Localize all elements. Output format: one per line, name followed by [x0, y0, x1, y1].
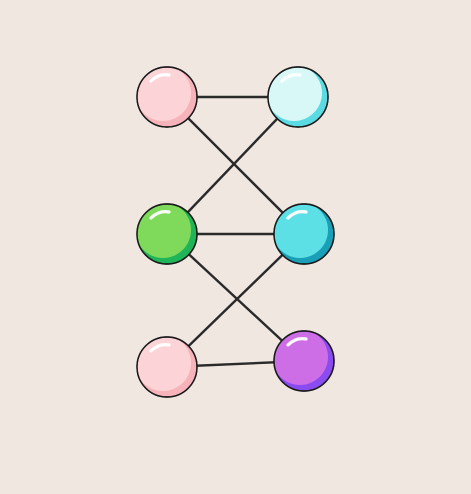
node-outline [136, 336, 198, 398]
node-highlight [286, 210, 308, 220]
node-highlight [280, 73, 302, 83]
nodes-layer [135, 65, 335, 398]
node-body [268, 67, 322, 121]
node-highlight [149, 73, 171, 83]
node-highlight [149, 343, 171, 353]
node-outline [273, 203, 335, 265]
node-body [137, 337, 191, 391]
edge-n3-n6 [165, 232, 306, 363]
edge-n1-n4 [165, 95, 306, 236]
edge-n2-n3 [165, 95, 300, 236]
node-cyan-n4[interactable] [272, 202, 335, 265]
edge-n4-n5 [165, 232, 306, 369]
node-light-cyan-n2[interactable] [266, 65, 329, 128]
node-pink-n5[interactable] [135, 335, 198, 398]
node-outline [267, 66, 329, 128]
node-body [137, 67, 191, 121]
node-highlight [149, 210, 171, 220]
node-body [137, 204, 191, 258]
node-body [274, 204, 328, 258]
node-outline [273, 330, 335, 392]
node-pink-n1[interactable] [135, 65, 198, 128]
node-green-n3[interactable] [135, 202, 198, 265]
node-outline [136, 203, 198, 265]
node-purple-n6[interactable] [272, 329, 335, 392]
node-highlight [286, 337, 308, 347]
node-outline [136, 66, 198, 128]
node-body [274, 331, 328, 385]
